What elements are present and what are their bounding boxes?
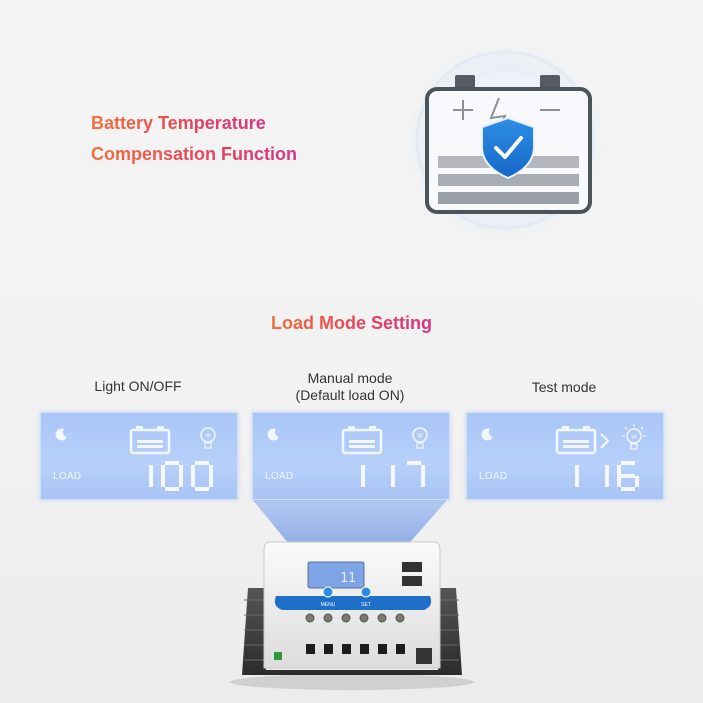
segment-display: 117 <box>361 461 425 487</box>
mode-label-manual: Manual mode (Default load ON) <box>295 370 405 403</box>
feature-title-line-2: Compensation Function <box>91 144 297 164</box>
battery-shield-check-icon <box>407 42 603 238</box>
load-label: LOAD <box>479 471 508 482</box>
digit-segment <box>621 461 635 465</box>
digit-segment <box>209 476 213 487</box>
menu-button-label: MENU <box>321 602 336 608</box>
digit-segment <box>195 461 209 465</box>
segment-display: 116 <box>575 461 639 491</box>
lcd-panel-test: W LOAD 116 <box>466 412 664 500</box>
bulb-on-icon: W <box>622 424 646 450</box>
digit-segment <box>161 476 165 487</box>
moon-icon <box>481 428 493 441</box>
moon-icon <box>55 428 67 441</box>
load-label: LOAD <box>265 471 294 482</box>
digit-segment <box>407 461 421 465</box>
battery-icon <box>129 426 171 455</box>
svg-text:W: W <box>205 434 211 440</box>
lcd-panel-light: W LOAD 100 <box>40 412 238 500</box>
digit-segment <box>605 476 609 487</box>
digit-segment <box>605 465 609 476</box>
digit-segment <box>149 465 153 476</box>
digit-segment <box>617 476 621 487</box>
mode-label-light: Light ON/OFF <box>94 378 182 394</box>
digit-segment <box>575 476 579 487</box>
digit-segment <box>617 465 621 476</box>
digit-segment <box>621 487 635 491</box>
device-screen-value: 11 <box>340 571 356 586</box>
digit-segment <box>361 465 365 476</box>
segment-display: 100 <box>149 461 213 491</box>
charge-controller-device: 11 MENU SET <box>230 541 474 690</box>
digit-segment <box>209 465 213 476</box>
digit-segment <box>165 461 179 465</box>
digit-segment <box>165 487 179 491</box>
feature-title-line-1: Battery Temperature <box>91 113 266 133</box>
moon-icon <box>267 428 279 441</box>
digit-segment <box>421 476 425 487</box>
digit-segment <box>361 476 365 487</box>
digit-segment <box>575 465 579 476</box>
digit-segment <box>191 476 195 487</box>
bulb-off-icon: W <box>412 427 428 449</box>
digit-segment <box>391 476 395 487</box>
digit-segment <box>391 465 395 476</box>
bulb-off-icon: W <box>200 427 216 449</box>
battery-icon <box>341 426 383 455</box>
set-button-label: SET <box>361 602 371 608</box>
load-label: LOAD <box>53 471 82 482</box>
lcd-panel-manual: W LOAD 117 <box>252 412 450 500</box>
battery-icon <box>555 426 610 455</box>
svg-text:W: W <box>631 435 637 441</box>
digit-segment <box>179 476 183 487</box>
mode-label-test: Test mode <box>531 379 597 395</box>
digit-segment <box>621 474 635 478</box>
digit-segment <box>191 465 195 476</box>
digit-segment <box>149 476 153 487</box>
digit-segment <box>195 487 209 491</box>
digit-segment <box>179 465 183 476</box>
digit-segment <box>161 465 165 476</box>
section-title: Load Mode Setting <box>271 313 432 333</box>
digit-segment <box>635 476 639 487</box>
svg-text:W: W <box>417 434 423 440</box>
digit-segment <box>421 465 425 476</box>
